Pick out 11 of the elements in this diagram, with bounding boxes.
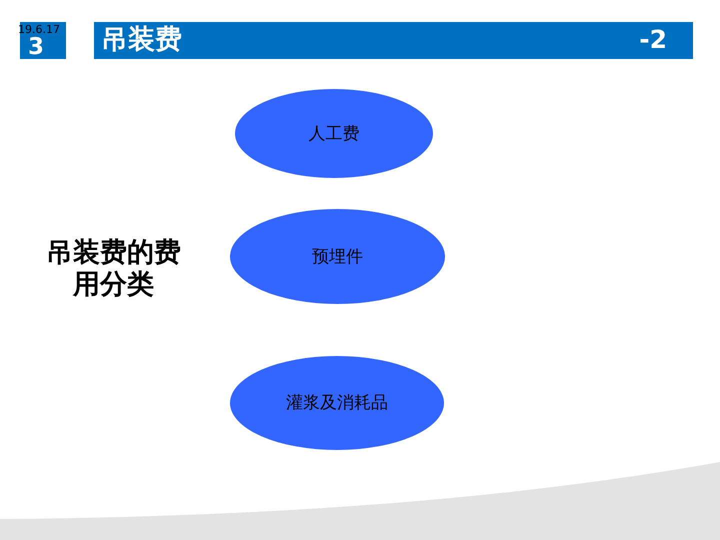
category-ellipse: [230, 356, 444, 450]
category-label: 灌浆及消耗品: [285, 392, 389, 414]
page-number: -2: [639, 25, 667, 55]
category-ellipse: [235, 89, 433, 178]
slide-title: 吊装费: [101, 25, 182, 55]
category-label: 预埋件: [311, 246, 364, 268]
classification-heading: 吊装费的费用分类: [45, 237, 182, 301]
category-ellipse: [230, 209, 445, 304]
section-number: 3: [28, 35, 44, 59]
title-band: [94, 22, 693, 59]
category-label: 人工费: [308, 122, 360, 144]
